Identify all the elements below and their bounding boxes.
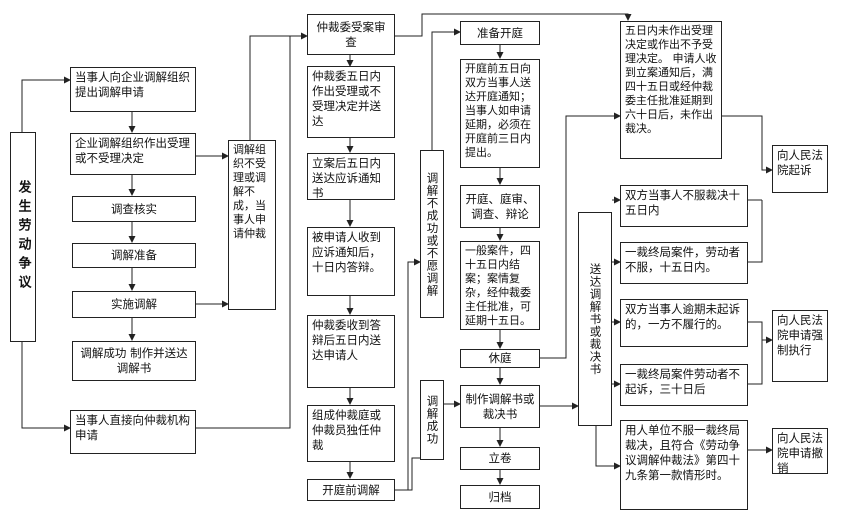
make-document-box: 制作调解书或裁决书 (460, 385, 540, 428)
adjourn-box: 休庭 (460, 349, 540, 368)
deliver-reply-box: 仲裁委收到答辩后五日内送达申请人 (307, 315, 395, 388)
prepare-hearing-box: 准备开庭 (460, 21, 540, 45)
investigate-box: 调查核实 (72, 196, 196, 222)
sue-box: 向人民法院起诉 (772, 145, 828, 193)
archive-box: 归档 (460, 485, 540, 509)
no-decision-box: 五日内未作出受理决定或作出不予受理决定。 申请人收到立案通知后，满四十五日或经仲… (620, 21, 722, 159)
origin-box: 发生劳动争议 (10, 132, 36, 342)
form-tribunal-box: 组成仲裁庭或仲裁员独任仲裁 (307, 405, 395, 462)
accept-decision-box: 企业调解组织作出受理或不受理决定 (70, 133, 196, 175)
five-day-notice-box: 开庭前五日向双方当事人送达开庭通知；当事人如申请延期，必须在开庭前三日内提出。 (460, 59, 540, 168)
apply-enterprise-box: 当事人向企业调解组织提出调解申请 (70, 67, 196, 112)
mediation-success-note: 调解成功 (420, 380, 444, 460)
prepare-box: 调解准备 (72, 243, 196, 268)
hearing-box: 开庭、庭审、调查、辩论 (460, 185, 540, 228)
overdue-box: 双方当事人逾期未起诉的，一方不履行的。 (620, 299, 748, 347)
mediation-fail-note: 调解不成功或不愿调解 (420, 150, 444, 318)
both-dissatisfied-box: 双方当事人不服裁决十五日内 (620, 185, 748, 227)
direct-apply-box: 当事人直接向仲裁机构申请 (70, 410, 196, 454)
implement-box: 实施调解 (72, 291, 196, 318)
notice-respond-box: 立案后五日内送达应诉通知书 (307, 153, 395, 200)
delivery-box: 送达调解书或裁决书 (578, 212, 612, 426)
respondent-reply-box: 被申请人收到应诉通知后，十日内答辩。 (307, 227, 395, 296)
final-overdue-box: 一裁终局案件劳动者不起诉，三十日后 (620, 364, 748, 406)
success-box: 调解成功 制作并送达调解书 (72, 341, 196, 381)
revoke-box: 向人民法院申请撤销 (772, 428, 828, 475)
five-day-decision-box: 仲裁委五日内作出受理或不受理决定并送达 (307, 66, 395, 138)
time-limit-box: 一般案件，四十五日内结案；案情复杂，经仲裁委主任批准，可延期十五日。 (460, 241, 540, 330)
enforce-box: 向人民法院申请强制执行 (772, 310, 828, 382)
pre-hearing-box: 开庭前调解 (307, 479, 395, 501)
failure-note-box: 调解组织不受理或调解不成，当事人申请仲裁 (228, 140, 276, 310)
final-worker-box: 一裁终局案件，劳动者不服，十五日内。 (620, 242, 748, 284)
employer-box: 用人单位不服一裁终局裁决，且符合《劳动争议调解仲裁法》第四十九条第一款情形时。 (620, 420, 748, 510)
file-box: 立卷 (460, 447, 540, 470)
accept-review-box: 仲裁委受案审查 (307, 14, 395, 55)
